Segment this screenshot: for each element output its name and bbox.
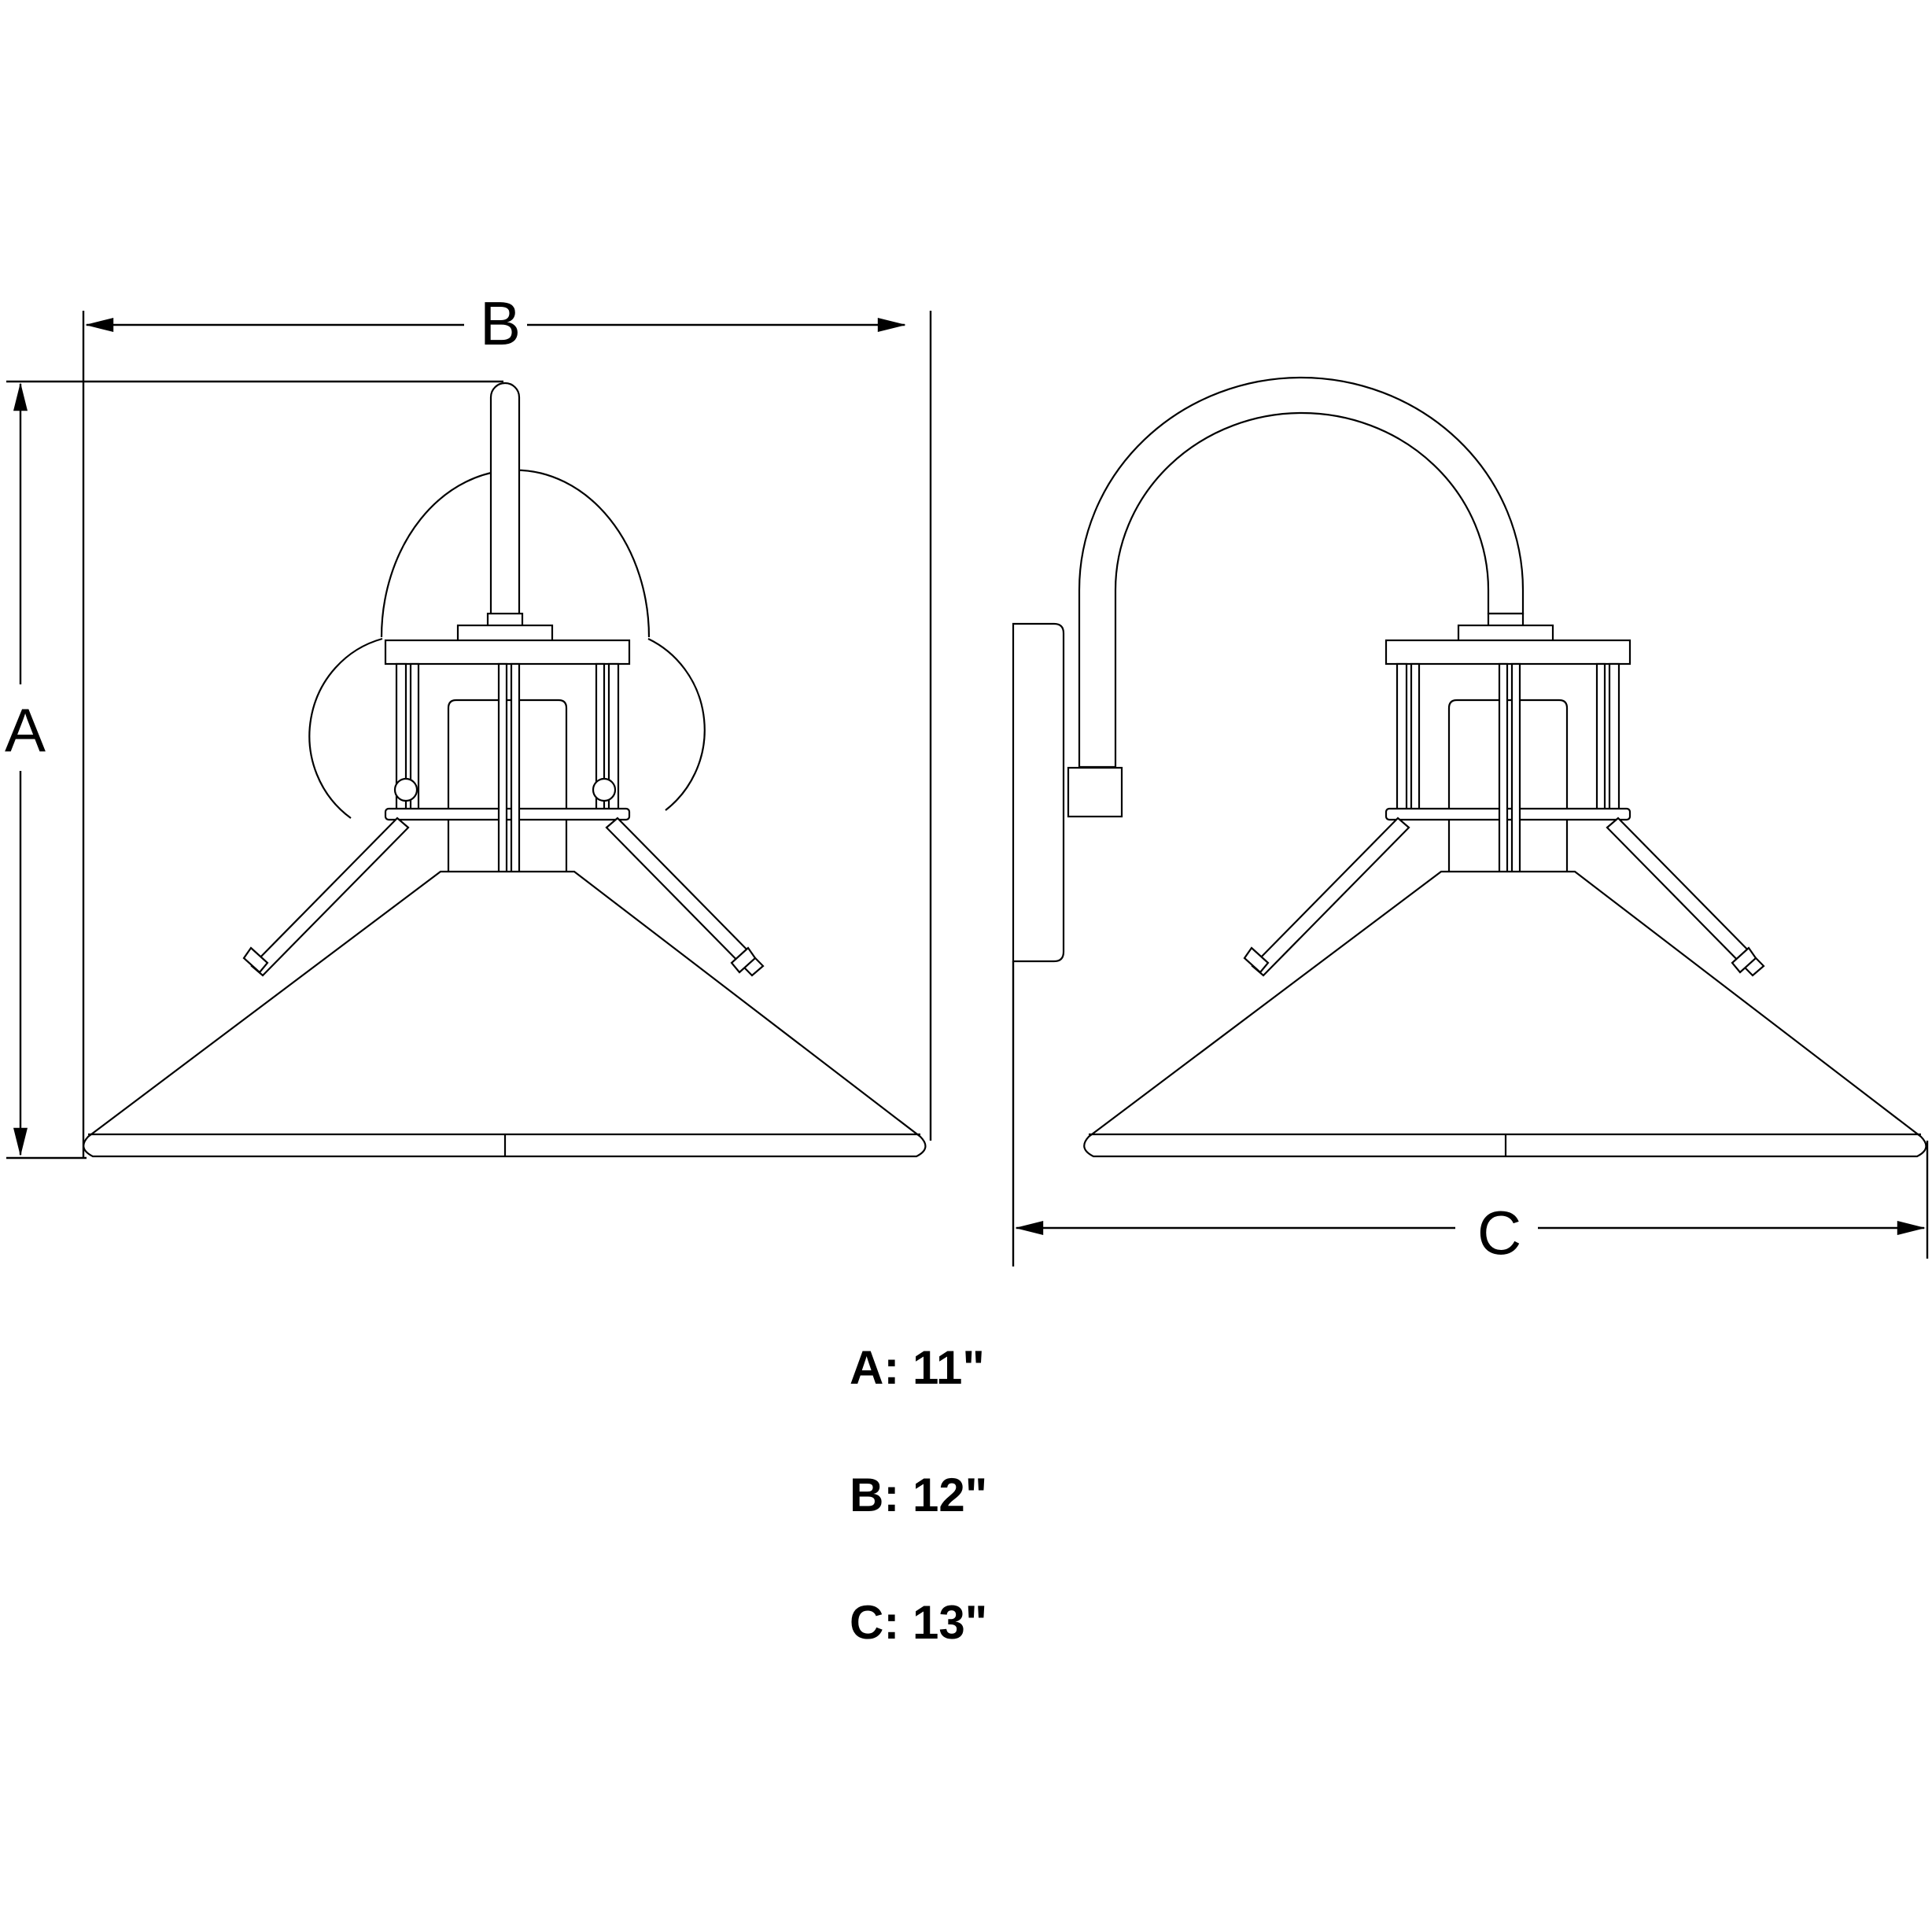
front-knob-left [393,777,418,802]
front-backplate-left [308,637,383,819]
front-backplate-right [647,638,706,811]
side-support-arm-right [1606,817,1765,977]
spec-b: B: 12" [850,1469,987,1521]
front-knob-right [592,777,617,802]
side-support-clip-right [1731,946,1757,974]
side-support-arm-left [1251,817,1410,977]
side-cage-bar-left-outer [1396,662,1408,811]
side-support-clip-left [1243,946,1270,974]
front-support-clip-right [730,946,757,974]
front-top-cap [456,624,554,643]
side-wall-plate [1012,622,1065,963]
side-cage-bar-left-inner [1410,662,1421,811]
front-dimension-lines: B A [5,289,932,1160]
side-cage-bar-right-outer [1608,662,1620,811]
front-support-arm-right [605,817,765,977]
side-top-cap [1457,624,1554,643]
front-top-plate [384,639,631,666]
spec-a: A: 11" [850,1341,985,1394]
front-view-lamp [83,382,927,1158]
side-dimension-lines: C [1012,961,1929,1267]
front-arm-stem [489,382,521,618]
side-top-plate [1384,639,1632,666]
side-shade [1083,870,1927,1158]
front-shade [83,870,927,1158]
side-stem-collar [1487,612,1525,628]
side-cage-bar-right-inner [1595,662,1606,811]
dimension-spec-list: A: 11" B: 12" C: 13" [850,1341,987,1649]
front-stem-collar [486,612,524,628]
front-support-clip-left [242,946,269,974]
dim-label-a: A [5,695,46,765]
dim-label-c: C [1477,1198,1521,1267]
side-view-lamp [1012,376,1927,1158]
side-arm-mount [1067,766,1123,818]
front-support-arm-left [250,817,410,977]
spec-c: C: 13" [850,1596,987,1649]
dim-label-b: B [480,289,521,358]
side-gooseneck-arm [1078,376,1525,769]
